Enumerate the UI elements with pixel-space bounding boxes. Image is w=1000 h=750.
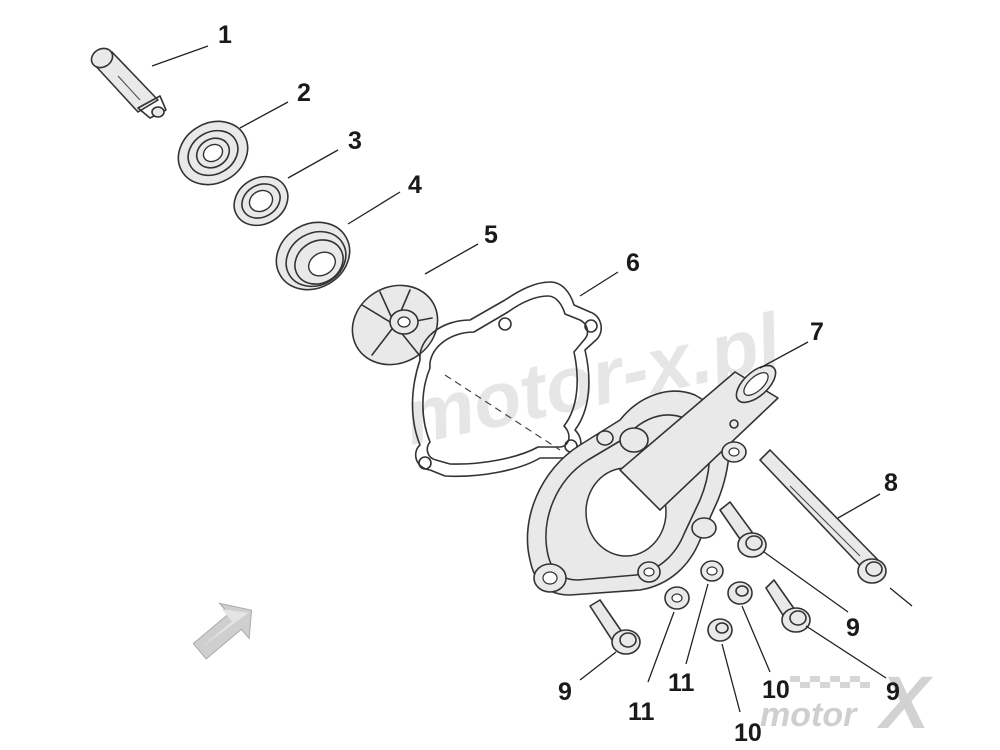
part-2-bearing [177,120,249,186]
part-3-seal [233,175,289,227]
part-11-washer-a [664,586,690,610]
part-10-nut-a [727,581,753,605]
orientation-arrow-icon [192,602,253,660]
callout-8: 8 [884,469,898,497]
callout-2: 2 [297,79,311,107]
callout-5: 5 [484,221,498,249]
part-10-nut-b [707,618,733,642]
watermark-corner-text: motor [760,696,858,734]
callout-3: 3 [348,127,362,155]
part-7-pump-housing [526,364,779,596]
part-8-long-bolt [759,449,913,607]
part-1-shaft [90,47,167,119]
callout-10-b: 10 [734,719,762,747]
callout-11-b: 11 [668,669,695,697]
part-5-impeller [351,284,439,366]
callout-9-a: 9 [846,614,860,642]
watermark-corner-mark: X [876,661,934,744]
callout-6: 6 [626,249,640,277]
callout-11-a: 11 [628,698,655,726]
callout-9-c: 9 [558,678,572,706]
callout-10-a: 10 [762,676,790,704]
callout-7: 7 [810,318,824,346]
part-4-mechanical-seal [275,221,351,291]
part-11-washer-c [637,561,661,583]
part-9-bolt-a [719,501,767,558]
part-9-bolt-c [589,599,641,655]
callout-9-b: 9 [886,678,900,706]
corner-logo: motor X [760,661,934,744]
leader-lines [151,45,887,713]
part-9-bolt-b [765,579,811,633]
assembly-axis [444,374,561,451]
callout-1: 1 [218,21,232,49]
part-11-washer-b [700,560,724,582]
callout-4: 4 [408,171,422,199]
